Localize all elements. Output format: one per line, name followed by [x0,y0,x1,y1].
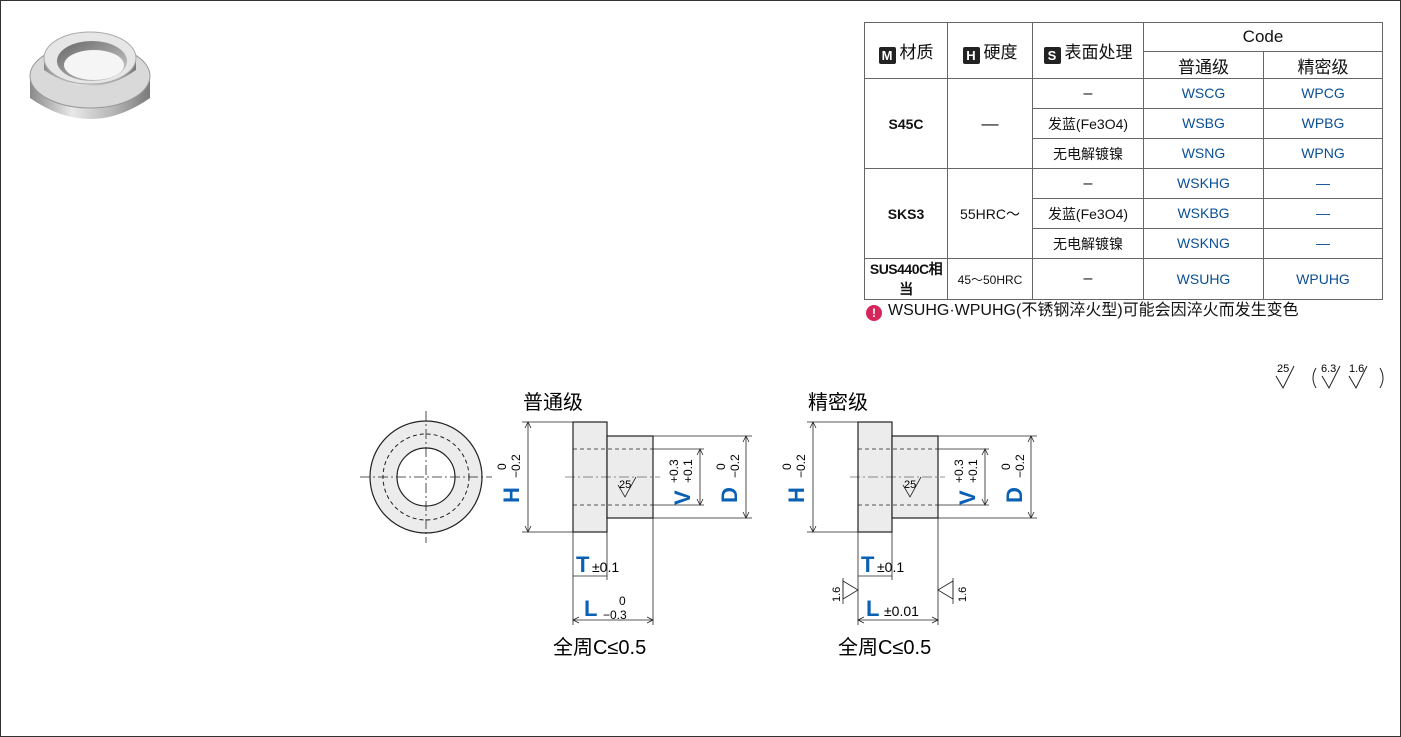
bushing-photo [29,31,151,119]
svg-text:T: T [861,552,875,577]
exclamation-icon: ! [866,305,882,321]
chamfer-note-standard: 全周C≤0.5 [553,636,646,659]
table-row: S45C — – WSCG WPCG [864,78,1383,169]
precision-side-view [850,421,945,533]
table-row: 发蓝(Fe3O4) WSBG WPBG [865,108,1383,139]
code-precision-header: 精密级 [1263,51,1383,79]
code-standard-header: 普通级 [1143,51,1264,79]
svg-text:V: V [955,490,980,505]
svg-text:+0.3: +0.3 [952,459,966,483]
svg-text:−0.2: −0.2 [728,454,742,478]
code-header: Code [1143,22,1383,52]
svg-text:0: 0 [714,463,728,470]
svg-text:0: 0 [999,463,1013,470]
svg-text:0: 0 [495,463,509,470]
roughness-alt1-label: 6.3 [1321,363,1336,375]
svg-text:H: H [499,487,524,503]
svg-text:−0.3: −0.3 [603,608,627,622]
front-view [360,411,492,543]
surface-badge: S [1043,46,1061,64]
table-row: 无电解镀镍 WSNG WPNG [865,138,1383,169]
surface-mark-precision: 25 [904,479,916,491]
table-row: SKS3 55HRC～ – WSKHG — [864,168,1383,259]
svg-text:+0.1: +0.1 [681,459,695,483]
svg-text:±0.1: ±0.1 [592,559,619,575]
surface-mark-standard: 25 [619,479,631,491]
svg-text:V: V [670,490,695,505]
table-row: SUS440C相当 45～50HRC – WSUHG WPUHG [864,258,1383,300]
svg-text:L: L [866,596,879,621]
svg-text:±0.1: ±0.1 [877,559,904,575]
svg-text:D: D [1002,487,1027,503]
svg-text:−0.2: −0.2 [509,454,523,478]
svg-text:D: D [717,487,742,503]
standard-title: 普通级 [523,391,583,414]
svg-text:0: 0 [619,594,626,608]
hardness-badge: H [962,46,980,64]
material-badge: M [878,46,896,64]
svg-text:0: 0 [780,463,794,470]
precision-title: 精密级 [808,391,868,414]
table-row: 无电解镀镍 WSKNG — [865,228,1383,259]
precision-mark-right: 1.6 [957,587,969,602]
svg-text:−0.2: −0.2 [794,454,808,478]
svg-text:H: H [784,487,809,503]
precision-mark-left: 1.6 [831,587,843,602]
standard-dims: H 0 −0.2 V +0.3 +0.1 D 0 −0.2 T ±0.1 L 0… [495,454,742,622]
svg-text:−0.2: −0.2 [1013,454,1027,478]
roughness-legend [1275,365,1384,390]
svg-text:+0.1: +0.1 [966,459,980,483]
standard-side-view [565,421,660,533]
svg-text:T: T [576,552,590,577]
chamfer-note-precision: 全周C≤0.5 [838,636,931,659]
svg-text:+0.3: +0.3 [667,459,681,483]
roughness-main-label: 25 [1277,363,1289,375]
svg-text:±0.01: ±0.01 [884,603,919,619]
roughness-alt2-label: 1.6 [1349,363,1364,375]
discoloration-note: !WSUHG·WPUHG(不锈钢淬火型)可能会因淬火而发生变色 [866,296,1299,321]
precision-dims: H 0 −0.2 V +0.3 +0.1 D 0 −0.2 T ±0.1 L ±… [780,454,1027,621]
svg-text:L: L [584,596,597,621]
